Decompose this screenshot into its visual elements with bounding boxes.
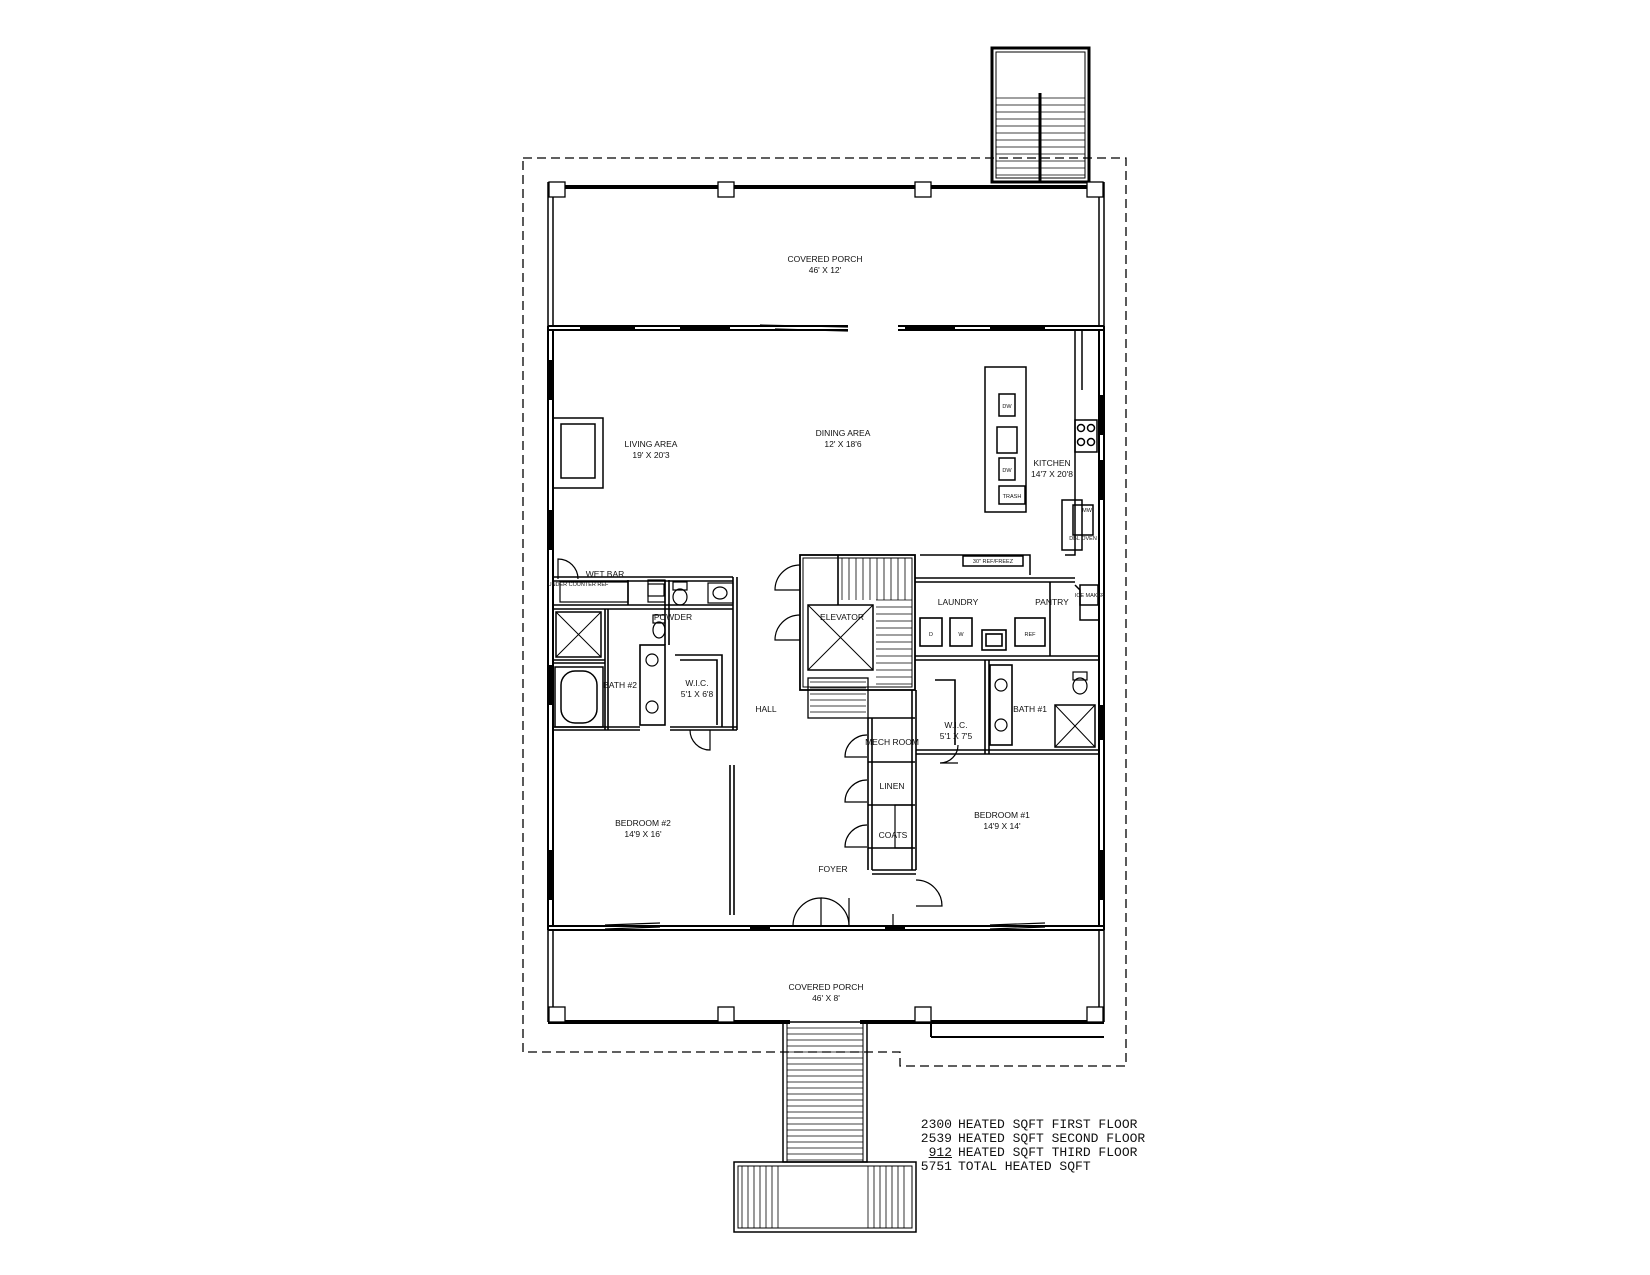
sqft-row: 5751 TOTAL HEATED SQFT (918, 1160, 1145, 1174)
bedroom1-name: BEDROOM #1 (974, 810, 1030, 820)
ref-label: REF (1025, 632, 1037, 638)
hall-name: HALL (755, 704, 777, 714)
bath1-name: BATH #1 (1013, 704, 1047, 714)
sqft-value: 912 (928, 1145, 952, 1160)
rear-sliders (759, 324, 849, 332)
dining-name: DINING AREA (816, 428, 871, 438)
ice-maker-name: ICE MAKER (1075, 593, 1105, 599)
wet-bar-name: WET BAR (586, 569, 625, 579)
fixture-labels: DW DW TRASH MW DBL OVEN D W REF (929, 404, 1097, 638)
front-stair (733, 1021, 917, 1233)
linen-name: LINEN (879, 781, 904, 791)
fireplace (552, 417, 604, 489)
living-name: LIVING AREA (625, 439, 678, 449)
rear-porch-name: COVERED PORCH (787, 254, 862, 264)
foyer-name: FOYER (818, 864, 847, 874)
mech-room-name: MECH ROOM (865, 737, 919, 747)
rear-stair (990, 46, 1091, 184)
front-porch-name: COVERED PORCH (788, 982, 863, 992)
mw-label: MW (1082, 508, 1093, 514)
living-dim: 19' X 20'3 (632, 450, 670, 460)
pantry-name: PANTRY (1035, 597, 1069, 607)
sqft-row: 2539 HEATED SQFT SECOND FLOOR (918, 1132, 1145, 1146)
coats-name: COATS (879, 830, 908, 840)
dryer-label: D (929, 632, 933, 638)
bathtub (554, 666, 604, 728)
under-counter-ref-name: UNDER COUNTER REF (548, 582, 609, 588)
kitchen-name: KITCHEN (1033, 458, 1070, 468)
laundry-name: LAUNDRY (938, 597, 979, 607)
sqft-label: HEATED SQFT FIRST FLOOR (958, 1117, 1138, 1132)
front-sliders (604, 922, 1046, 930)
sqft-value: 2300 (920, 1117, 952, 1132)
elevator-name: ELEVATOR (820, 612, 864, 622)
wic2-dim: 5'1 X 6'8 (681, 689, 714, 699)
powder-name: POWDER (654, 612, 692, 622)
sqft-label: TOTAL HEATED SQFT (958, 1159, 1091, 1174)
dbl-oven-label: DBL OVEN (1069, 536, 1097, 542)
plumbing-fixtures (559, 579, 1088, 732)
rear-porch-dim: 46' X 12' (809, 265, 842, 275)
front-porch (547, 930, 1105, 1038)
sqft-label: HEATED SQFT THIRD FLOOR (958, 1145, 1138, 1160)
dw-label-1: DW (1002, 404, 1012, 410)
sqft-label: HEATED SQFT SECOND FLOOR (958, 1131, 1146, 1146)
room-labels: COVERED PORCH 46' X 12' LIVING AREA 19' … (548, 254, 1106, 1003)
sqft-row: 2300 HEATED SQFT FIRST FLOOR (918, 1118, 1145, 1132)
front-porch-dim: 46' X 8' (812, 993, 840, 1003)
interior-walls (553, 554, 1099, 915)
sqft-value: 2539 (920, 1131, 952, 1146)
rear-porch (547, 181, 1105, 326)
washer-label: W (958, 632, 964, 638)
sqft-value: 5751 (920, 1159, 952, 1174)
doors (557, 558, 959, 927)
kitchen-counters (920, 330, 1100, 621)
dining-dim: 12' X 18'6 (824, 439, 862, 449)
showers (555, 611, 1096, 748)
sqft-row: 912 HEATED SQFT THIRD FLOOR (918, 1146, 1145, 1160)
wic2-name: W.I.C. (685, 678, 708, 688)
wic1-name: W.I.C. (944, 720, 967, 730)
bath2-name: BATH #2 (603, 680, 637, 690)
wic1-dim: 5'1 X 7'5 (940, 731, 973, 741)
kitchen-dim: 14'7 X 20'8 (1031, 469, 1073, 479)
windows (547, 325, 1105, 931)
trash-label: TRASH (1003, 494, 1022, 500)
exterior-walls (547, 325, 1105, 931)
bedroom1-dim: 14'9 X 14' (983, 821, 1021, 831)
kitchen-island (984, 366, 1027, 513)
refreez-name: 30" REF/FREEZ (973, 559, 1014, 565)
bedroom2-name: BEDROOM #2 (615, 818, 671, 828)
roof-outline (522, 157, 1127, 1067)
dw-label-2: DW (1002, 468, 1012, 474)
bedroom2-dim: 14'9 X 16' (624, 829, 662, 839)
